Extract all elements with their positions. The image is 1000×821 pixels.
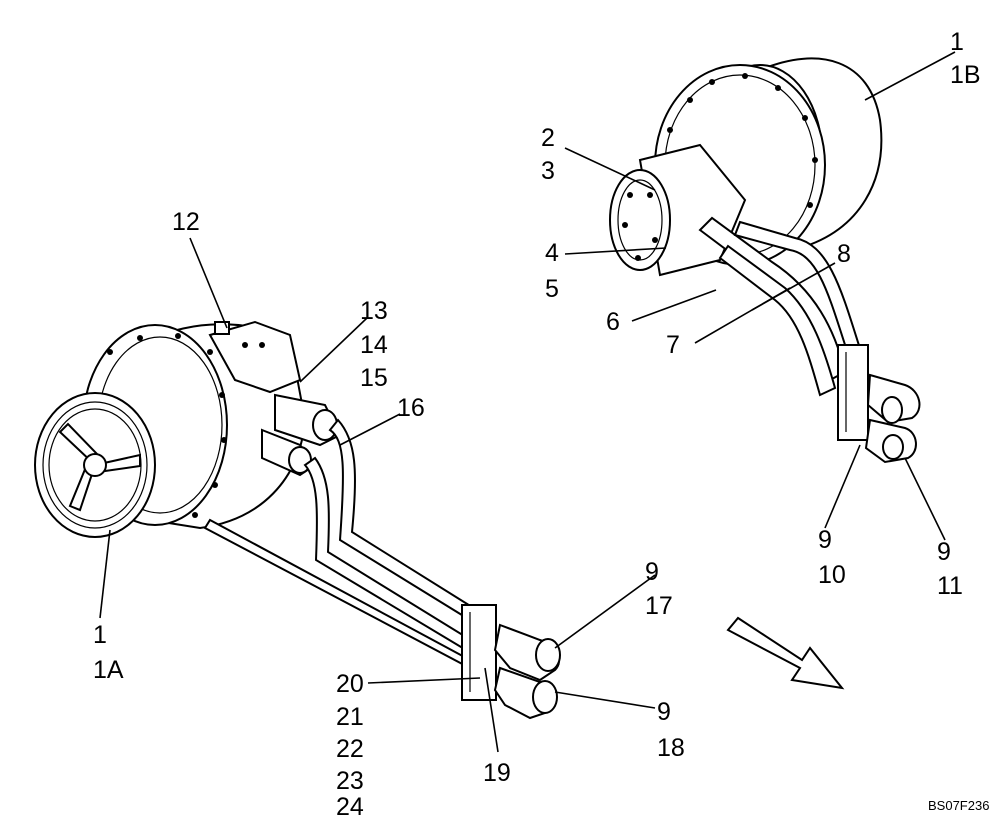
right-drive-motor-assembly bbox=[609, 57, 921, 464]
callout-8: 8 bbox=[837, 240, 851, 268]
callout-14: 14 bbox=[360, 331, 388, 359]
callout-11: 11 bbox=[937, 572, 963, 600]
callout-4: 4 bbox=[545, 239, 559, 267]
callout-21: 21 bbox=[336, 703, 364, 731]
callout-1-left: 1 bbox=[93, 621, 107, 649]
callout-7: 7 bbox=[666, 331, 680, 359]
callout-2: 2 bbox=[541, 124, 555, 152]
callout-23: 23 bbox=[336, 767, 364, 795]
callout-9-left-a: 9 bbox=[645, 558, 659, 586]
callout-9-right-a: 9 bbox=[818, 526, 832, 554]
callout-9-left-b: 9 bbox=[657, 698, 671, 726]
callout-16: 16 bbox=[397, 394, 425, 422]
callout-3: 3 bbox=[541, 157, 555, 185]
callout-24: 24 bbox=[336, 793, 364, 821]
callout-13: 13 bbox=[360, 297, 388, 325]
callout-17: 17 bbox=[645, 592, 673, 620]
callout-5: 5 bbox=[545, 275, 559, 303]
leader-lines bbox=[99, 51, 956, 753]
callout-9-right-b: 9 bbox=[937, 538, 951, 566]
callout-12: 12 bbox=[172, 208, 200, 236]
callout-20: 20 bbox=[336, 670, 364, 698]
left-drive-motor-assembly bbox=[34, 320, 561, 720]
callout-6: 6 bbox=[606, 308, 620, 336]
callout-22: 22 bbox=[336, 735, 364, 763]
callout-1B: 1B bbox=[950, 61, 981, 89]
callout-15: 15 bbox=[360, 364, 388, 392]
drawing-code: BS07F236 bbox=[928, 798, 990, 813]
callout-18: 18 bbox=[657, 734, 685, 762]
direction-arrow bbox=[726, 616, 845, 690]
callout-19: 19 bbox=[483, 759, 511, 787]
callout-1A: 1A bbox=[93, 656, 124, 684]
callout-1-right: 1 bbox=[950, 28, 964, 56]
callout-10: 10 bbox=[818, 561, 846, 589]
